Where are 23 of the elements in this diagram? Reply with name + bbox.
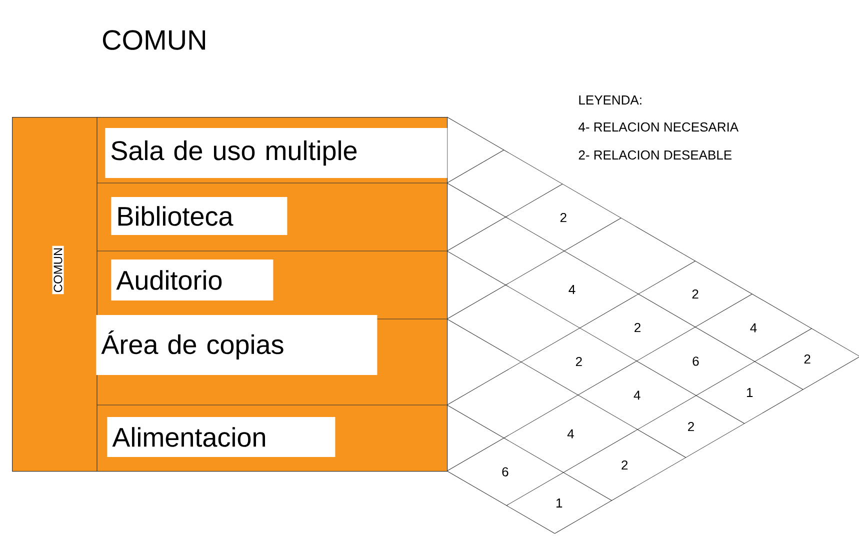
- cell-value: 2: [692, 289, 698, 299]
- cell-value: 2: [622, 460, 628, 470]
- row-label: Biblioteca: [96, 197, 448, 252]
- cell-value: 2: [560, 212, 566, 222]
- cell-value: 1: [746, 388, 753, 397]
- cell-value: 2: [804, 354, 810, 364]
- legend-heading: LEYENDA:: [579, 96, 642, 104]
- cell-value: 6: [502, 467, 508, 476]
- cell-value: 2: [688, 422, 694, 432]
- cell-value: 4: [568, 285, 576, 294]
- cell-value: 2: [576, 356, 582, 366]
- cell-value: 6: [692, 356, 699, 366]
- cell-value: 4: [634, 390, 640, 400]
- row-label: Alimentacion: [107, 417, 336, 457]
- title: COMUN: [102, 30, 206, 50]
- row-label: Sala de uso multiple: [96, 128, 448, 184]
- cell-value: 2: [634, 322, 640, 332]
- cell-value: 4: [567, 429, 574, 438]
- cell-value: 4: [750, 323, 757, 332]
- cell-value: 1: [556, 498, 562, 508]
- legend-text: 2- RELACION DESEABLE: [578, 150, 732, 160]
- legend-text: 4- RELACION NECESARIA: [578, 122, 739, 132]
- row-label: Área de copias: [96, 315, 448, 406]
